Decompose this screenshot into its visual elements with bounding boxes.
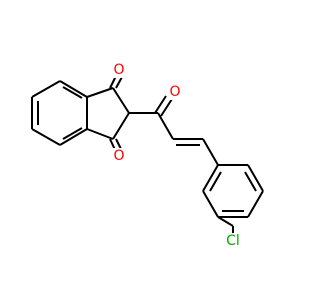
molecule-structure: O O O Cl	[31, 62, 264, 249]
cyclopentane-ring	[86, 87, 130, 140]
chlorine-label: Cl	[226, 233, 240, 249]
atom-chlorine: Cl	[222, 233, 244, 249]
double-bond	[154, 95, 167, 114]
structure-canvas: O O O Cl	[31, 62, 264, 249]
double-bond-inner	[209, 171, 222, 192]
enone-chain	[129, 95, 219, 166]
oxygen-label: O	[113, 148, 124, 164]
bond	[59, 128, 88, 146]
double-bond-inner	[244, 171, 257, 192]
atom-o-bottom: O	[112, 148, 126, 164]
bond	[86, 128, 114, 140]
bond	[59, 80, 88, 98]
bond	[202, 138, 219, 166]
bond	[31, 128, 61, 146]
atom-o-top: O	[112, 62, 126, 78]
bond	[112, 112, 130, 140]
atom-o-ketone: O	[168, 84, 182, 100]
bond	[202, 190, 219, 218]
bond	[112, 87, 130, 114]
bond	[157, 112, 174, 140]
c-cl-bond	[217, 216, 234, 227]
double-bond-inner	[62, 127, 83, 140]
benzene-ring-indane	[31, 80, 88, 146]
double-bond	[115, 76, 123, 89]
oxygen-label: O	[113, 62, 124, 78]
double-bond	[160, 98, 173, 117]
bond	[247, 164, 264, 192]
double-bond-inner	[62, 86, 83, 99]
bond	[31, 80, 61, 98]
bond	[202, 164, 219, 192]
chlorophenyl-ring	[202, 164, 264, 218]
oxygen-label: O	[169, 84, 180, 100]
bond	[86, 87, 114, 98]
bond	[247, 190, 264, 218]
